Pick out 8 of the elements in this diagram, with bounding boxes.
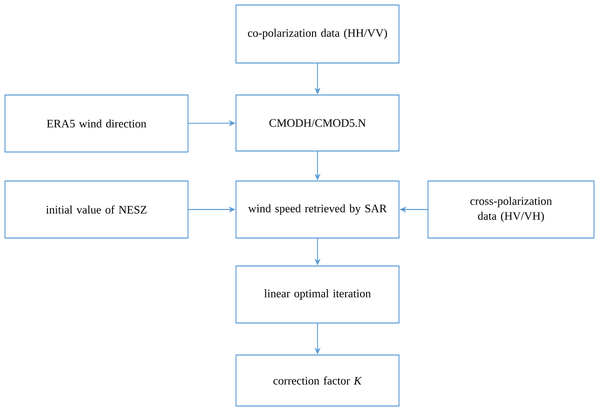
process-box: correction factor K: [236, 354, 400, 406]
process-box: co-polarization data (HH/VV): [236, 4, 400, 64]
process-box: CMODH/CMOD5.N: [236, 94, 400, 152]
process-box: wind speed retrieved by SAR: [236, 180, 400, 238]
process-box: linear optimal iteration: [236, 266, 400, 324]
process-box: initial value of NESZ: [4, 180, 188, 238]
process-box: cross-polarization data (HV/VH): [428, 180, 594, 238]
process-box: ERA5 wind direction: [4, 94, 188, 152]
